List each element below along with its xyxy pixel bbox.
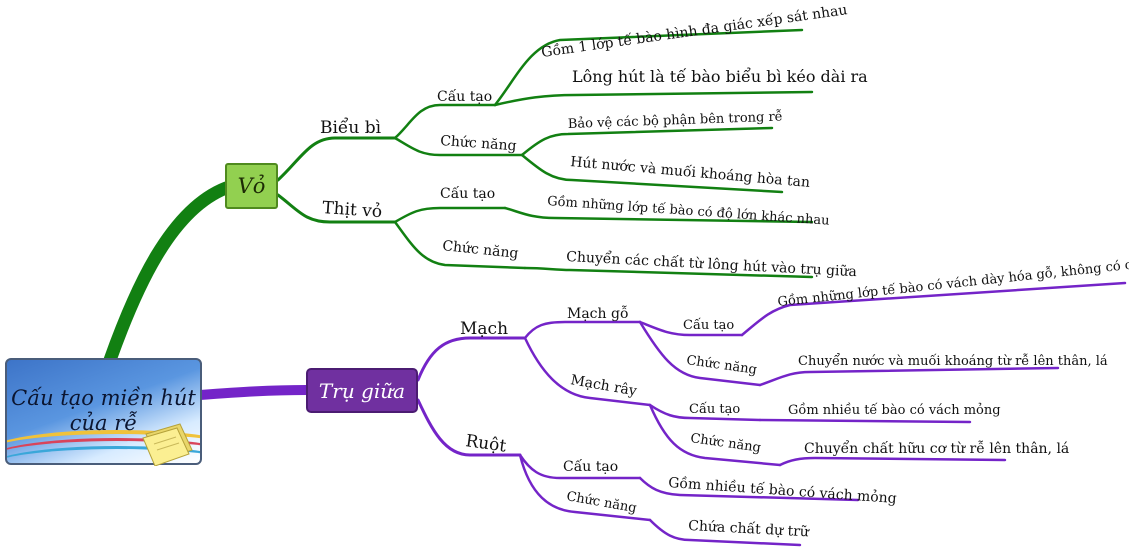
connector-tru-ruot <box>416 398 522 457</box>
leaf-line-thitvo-cautao <box>503 206 814 224</box>
label-mach-go: Mạch gỗ <box>567 305 629 322</box>
connector-thitvo-chucnang <box>393 220 527 270</box>
label-bieubi-cau-tao: Cấu tạo <box>437 88 492 105</box>
decor-swoosh-blue <box>7 446 200 463</box>
connector-ruot-cautao <box>518 453 642 480</box>
label-thit-vo: Thịt vỏ <box>322 198 383 222</box>
label-bieu-bi: Biểu bì <box>320 118 382 138</box>
label-mach: Mạch <box>460 319 508 339</box>
trunk-root-to-tru <box>195 385 312 400</box>
leaf-bieubi-chucnang-2: Hút nước và muối khoáng hòa tan <box>570 153 811 191</box>
leaf-bieubi-chucnang-1: Bảo vệ các bộ phận bên trong rễ <box>568 109 783 132</box>
connector-tru-mach <box>416 336 527 382</box>
leaf-ruot-cautao-1: Gồm nhiều tế bào có vách mỏng <box>668 474 898 507</box>
leaf-ruot-chucnang-1: Chứa chất dự trữ <box>688 517 811 540</box>
leaf-line-machray-cautao <box>758 418 972 424</box>
leaf-line-ruot-cautao <box>638 476 860 502</box>
leaf-line-thitvo-chucnang <box>523 266 814 279</box>
label-bieubi-chuc-nang: Chức năng <box>440 133 517 154</box>
label-machgo-cau-tao: Cấu tạo <box>683 317 734 333</box>
trunk-root-to-vo <box>103 181 233 367</box>
leaf-line-bieubi-cautao-1 <box>493 28 804 107</box>
leaf-machgo-chucnang-1: Chuyển nước và muối khoáng từ rễ lên thâ… <box>798 353 1108 369</box>
connector-vo-thitvo <box>276 193 397 224</box>
node-vo[interactable]: Vỏ <box>225 163 278 209</box>
connector-mach-machray <box>523 336 652 407</box>
branch-tru-connectors <box>195 281 1127 547</box>
label-thitvo-chuc-nang: Chức năng <box>442 238 520 262</box>
connector-thitvo-cautao <box>393 206 507 224</box>
root-title: Cấu tạo miền hút của rễ <box>11 386 196 435</box>
node-tru-giua[interactable]: Trụ giữa <box>306 368 418 413</box>
connector-bieubi-chucnang <box>393 136 524 157</box>
label-thitvo-cau-tao: Cấu tạo <box>440 185 495 202</box>
label-machray-cau-tao: Cấu tạo <box>689 401 740 417</box>
connector-mach-machgo <box>523 320 642 340</box>
leaf-line-ruot-chucnang <box>648 518 802 547</box>
connector-ruot-chucnang <box>518 453 652 522</box>
label-machray-chuc-nang: Chức năng <box>689 431 761 456</box>
label-ruot-cau-tao: Cấu tạo <box>563 458 618 475</box>
leaf-line-machray-chucnang <box>778 456 1007 467</box>
leaf-machray-cautao-1: Gồm nhiều tế bào có vách mỏng <box>788 402 1001 418</box>
leaf-bieubi-cautao-2: Lông hút là tế bào biểu bì kéo dài ra <box>572 67 868 86</box>
note-icon[interactable] <box>140 420 196 466</box>
connector-machgo-chucnang <box>638 320 762 387</box>
leaf-line-machgo-cautao <box>740 281 1127 337</box>
connector-machgo-cautao <box>638 320 744 337</box>
leaf-machray-chucnang-1: Chuyển chất hữu cơ từ rễ lên thân, lá <box>804 439 1069 457</box>
branch-vo-connectors <box>103 28 814 367</box>
decor-swoosh-yellow <box>7 430 200 463</box>
leaf-thitvo-cautao-1: Gồm những lớp tế bào có độ lớn khác nhau <box>547 193 830 229</box>
leaf-machgo-cautao-1: Gồm những lớp tế bào có vách dày hóa gỗ,… <box>777 250 1129 310</box>
label-machgo-chuc-nang: Chức năng <box>685 353 757 378</box>
connector-machray-cautao <box>648 403 762 422</box>
connector-bieubi-cautao <box>393 103 497 140</box>
connector-machray-chucnang <box>648 403 782 467</box>
label-ruot: Ruột <box>464 431 507 457</box>
leaf-line-bieubi-chucnang-2 <box>520 153 784 194</box>
leaf-line-machgo-chucnang <box>758 366 1060 387</box>
connector-vo-bieubi <box>276 136 397 182</box>
decor-swoosh-red <box>7 438 200 463</box>
leaf-line-bieubi-cautao-2 <box>493 90 814 107</box>
leaf-line-bieubi-chucnang-1 <box>520 126 774 157</box>
